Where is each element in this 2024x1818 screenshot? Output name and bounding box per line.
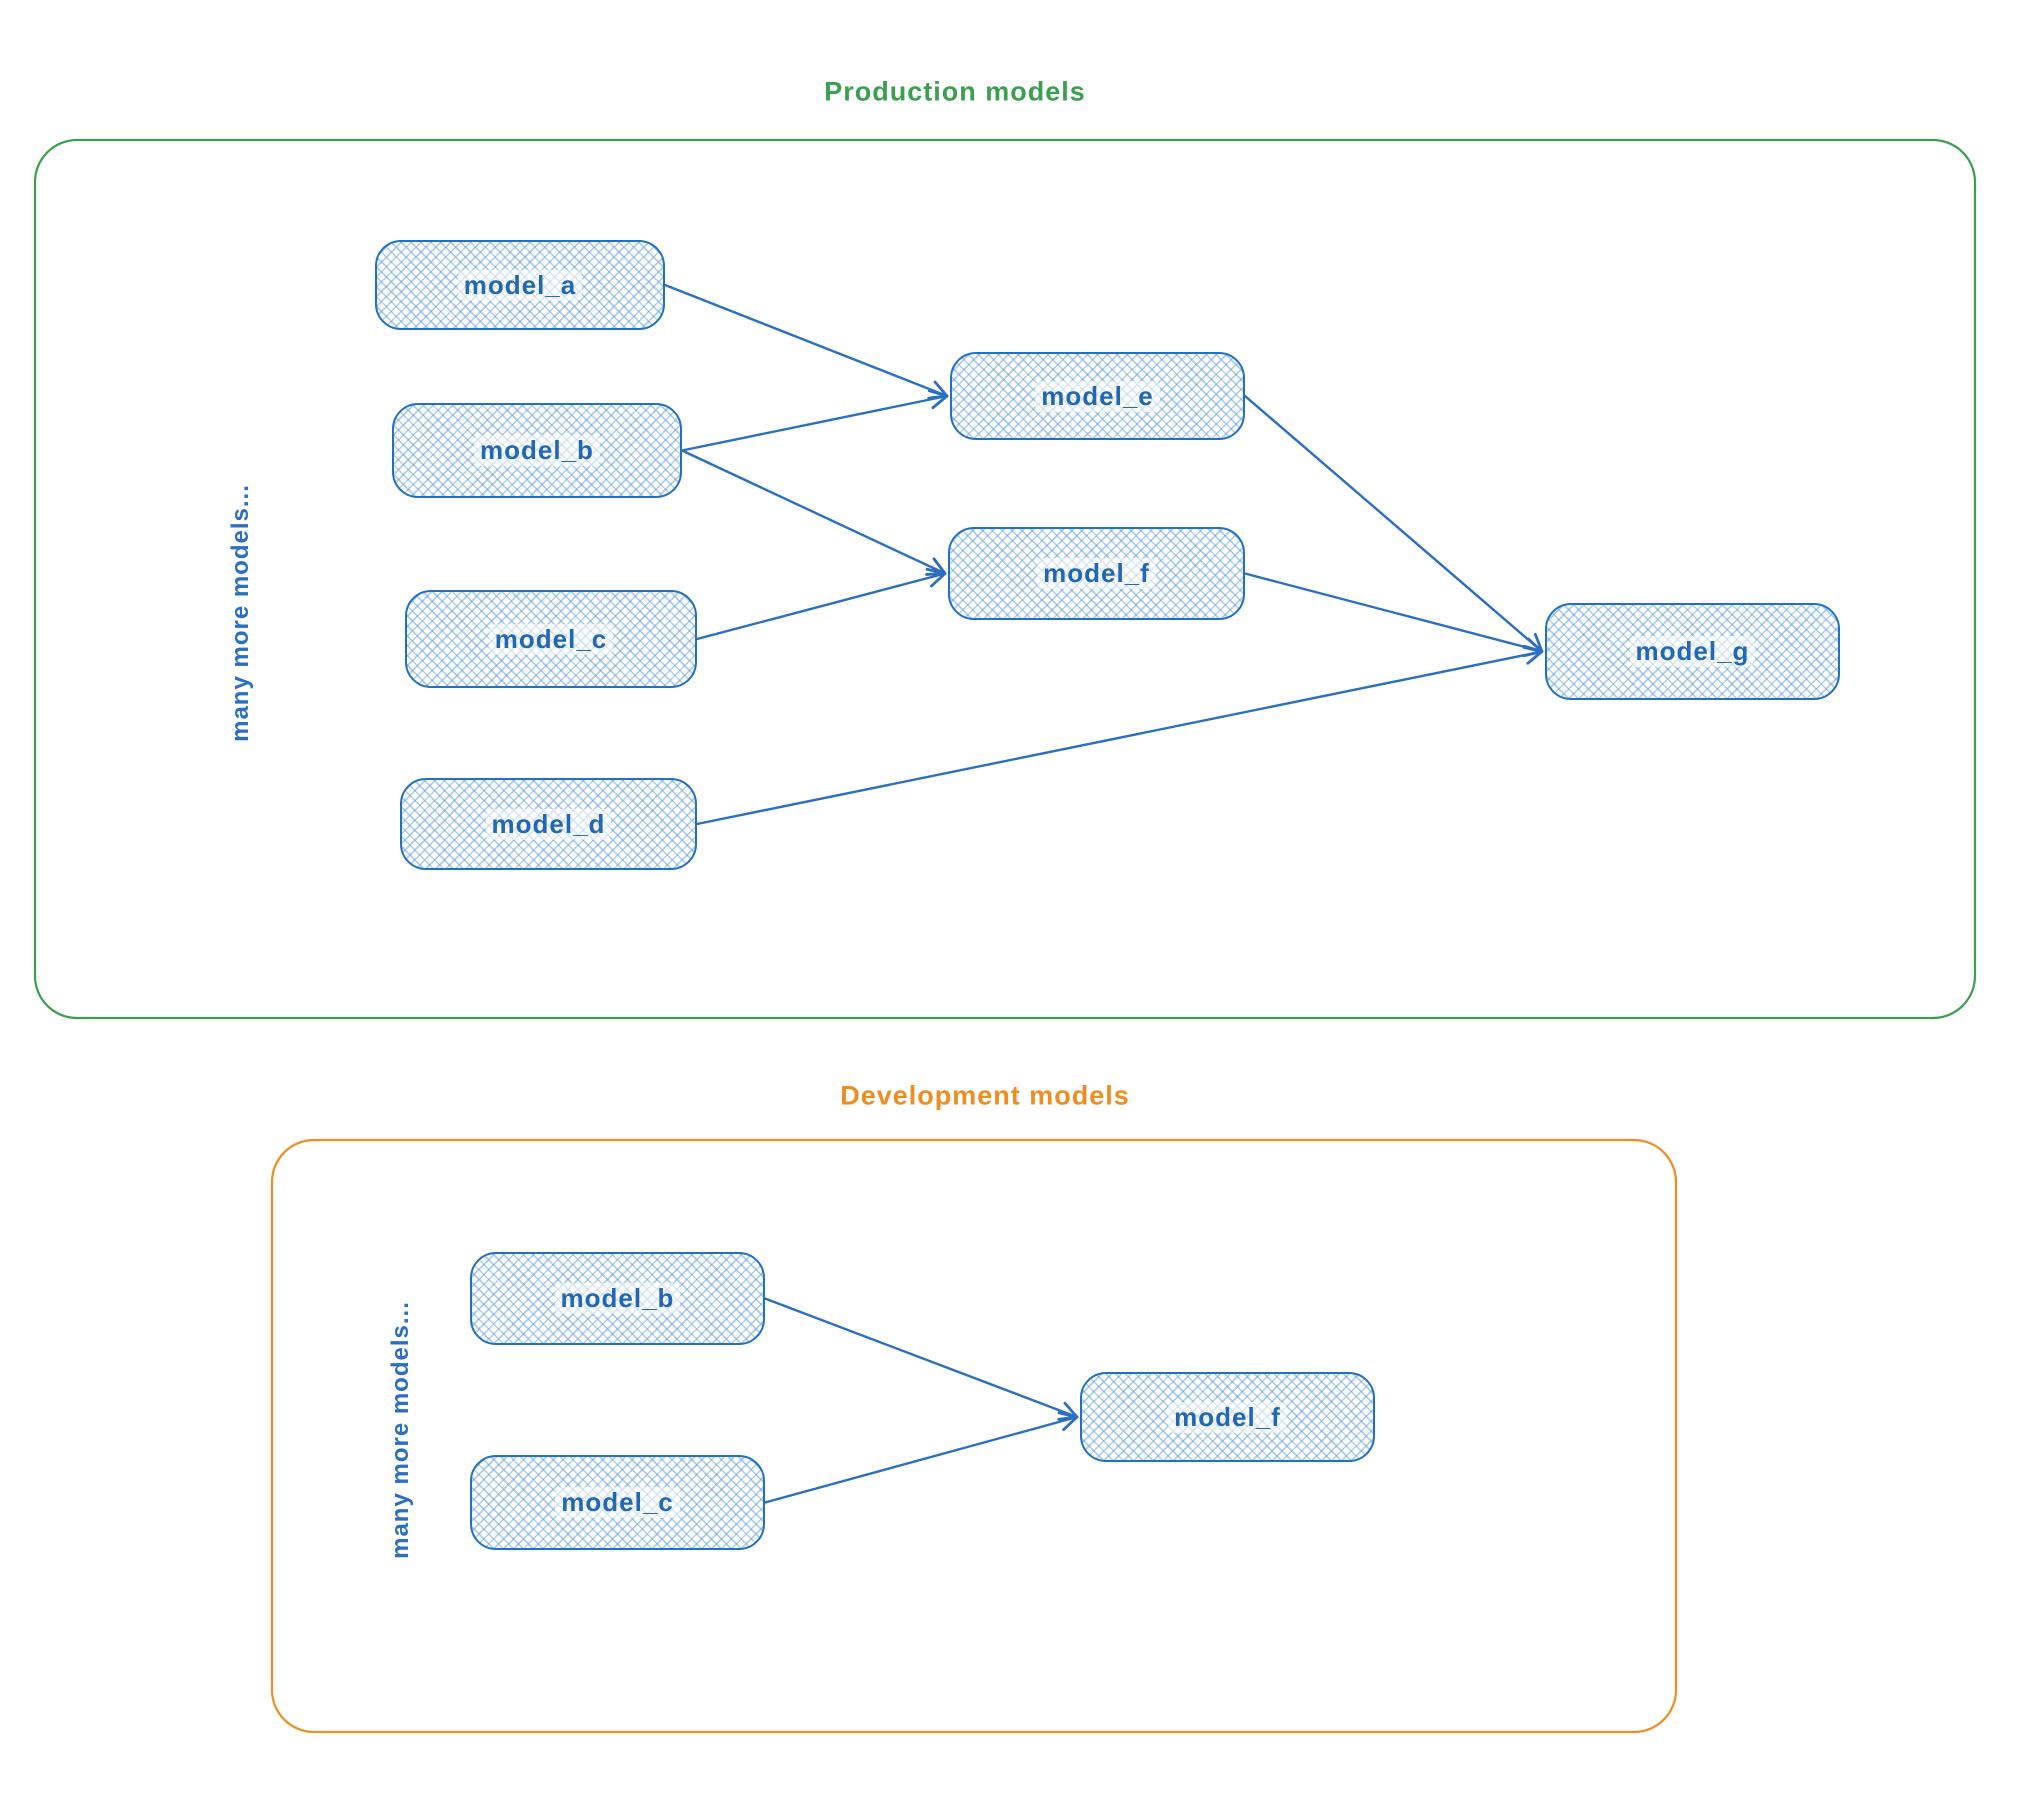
- arrow-production-model_b-to-model_e: [680, 389, 949, 452]
- arrow-production-model_d-to-model_g: [695, 644, 1544, 826]
- development-node-model_c: model_c: [470, 1455, 765, 1550]
- production-node-model_g: model_g: [1545, 603, 1840, 700]
- arrow-development-model_c-to-model_f: [763, 1411, 1079, 1504]
- development-side-label: many more models...: [387, 1301, 414, 1559]
- development-node-model_b: model_b: [470, 1252, 765, 1345]
- arrow-production-model_f-to-model_g: [1243, 572, 1544, 658]
- node-label-model_d: model_d: [485, 808, 612, 840]
- production-node-model_c: model_c: [405, 590, 697, 688]
- node-label-model_g: model_g: [1629, 636, 1756, 667]
- development-node-model_f: model_f: [1080, 1372, 1375, 1462]
- production-node-model_d: model_d: [400, 778, 697, 870]
- node-label-model_a: model_a: [457, 269, 583, 301]
- node-label-model_c: model_c: [488, 623, 614, 655]
- node-label-model_b: model_b: [554, 1283, 681, 1314]
- production-node-model_f: model_f: [948, 527, 1245, 620]
- node-label-model_e: model_e: [1035, 380, 1160, 412]
- arrow-production-model_c-to-model_f: [695, 567, 947, 641]
- production-node-model_a: model_a: [375, 240, 665, 330]
- production-section-title: Production models: [824, 76, 1086, 107]
- node-label-model_c: model_c: [555, 1487, 680, 1518]
- production-section-boundary: [33, 138, 1977, 1020]
- development-section-boundary: [270, 1138, 1678, 1734]
- arrow-production-model_b-to-model_f: [680, 449, 947, 576]
- node-label-model_f: model_f: [1037, 558, 1156, 589]
- development-section-title: Development models: [840, 1080, 1130, 1111]
- production-node-model_b: model_b: [392, 403, 682, 498]
- arrow-development-model_b-to-model_f: [763, 1297, 1079, 1421]
- arrow-production-model_a-to-model_e: [663, 283, 949, 400]
- node-label-model_b: model_b: [474, 435, 600, 466]
- production-node-model_e: model_e: [950, 352, 1245, 440]
- node-label-model_f: model_f: [1168, 1401, 1287, 1433]
- arrow-production-model_e-to-model_g: [1243, 394, 1544, 653]
- production-side-label: many more models...: [227, 484, 254, 742]
